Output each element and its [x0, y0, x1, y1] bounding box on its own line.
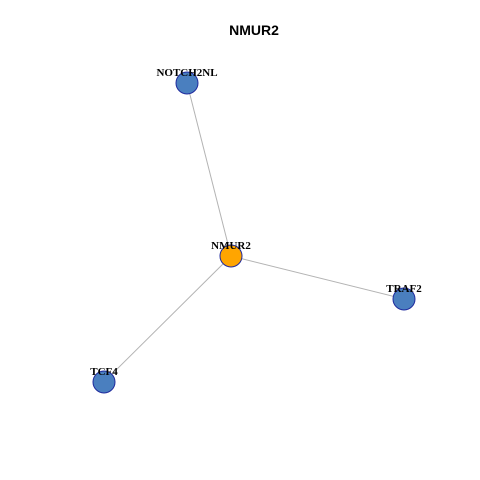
node-traf2: TRAF2 [386, 283, 422, 311]
edge-nmur2-notch2nl [186, 82, 232, 257]
node-tcf4: TCF4 [90, 366, 118, 394]
edge-nmur2-traf2 [230, 255, 405, 300]
node-label-tcf4: TCF4 [90, 366, 118, 378]
edge-nmur2-tcf4 [103, 255, 232, 383]
node-circle-notch2nl [175, 71, 199, 95]
node-notch2nl: NOTCH2NL [156, 67, 218, 95]
node-label-traf2: TRAF2 [386, 283, 422, 295]
node-circle-nmur2 [219, 244, 243, 268]
edges-layer [103, 82, 405, 383]
node-circle-traf2 [392, 287, 416, 311]
node-label-nmur2: NMUR2 [211, 240, 251, 252]
plot-title: NMUR2 [229, 22, 279, 38]
node-label-notch2nl: NOTCH2NL [156, 67, 217, 79]
node-circle-tcf4 [92, 370, 116, 394]
node-nmur2: NMUR2 [211, 240, 251, 268]
